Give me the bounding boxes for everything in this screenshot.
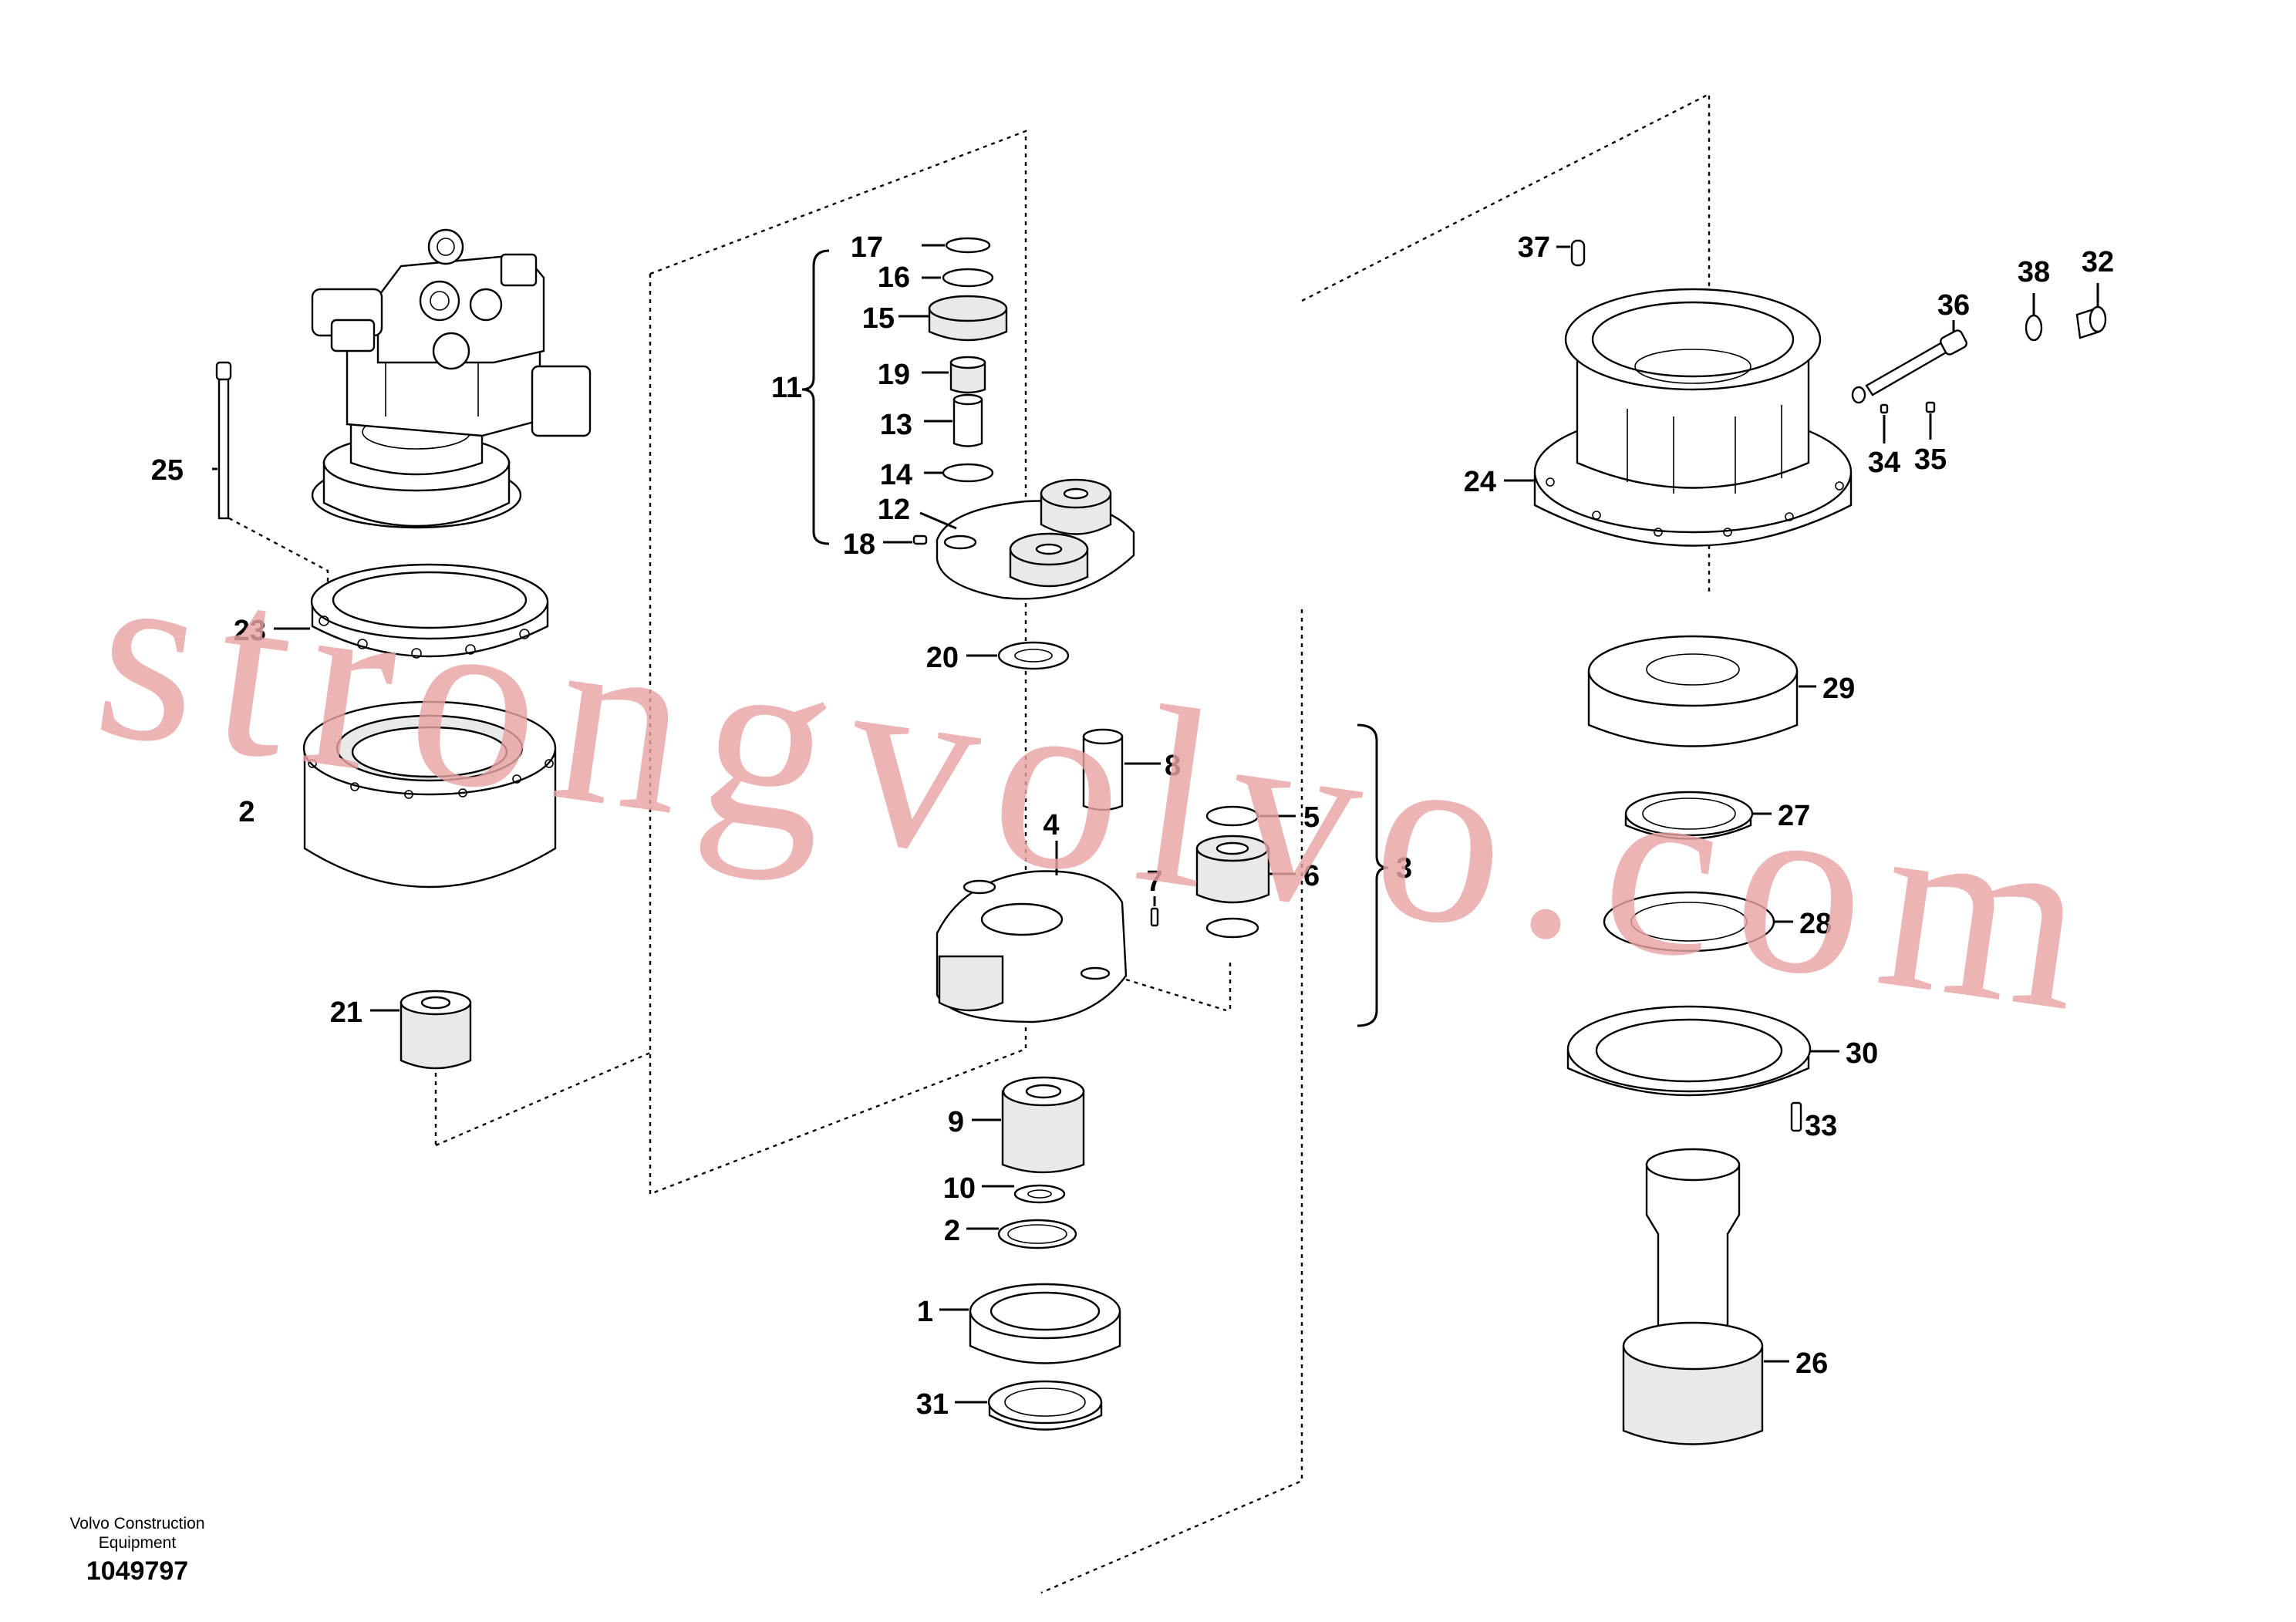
part-number-label: 10 (943, 1172, 976, 1205)
planet-gear-set-3 (936, 728, 1270, 1023)
part-number-label: 30 (1846, 1037, 1878, 1070)
cover-plate-28 (1603, 891, 1775, 953)
part-number-label: 14 (880, 459, 912, 491)
company-name-line1: Volvo Construction (69, 1515, 204, 1533)
part-labels: 17 16 15 19 11 13 14 12 18 20 25 23 2 21… (151, 231, 2114, 1421)
part-number-label: 8 (1165, 750, 1181, 782)
part-number-label: 4 (1043, 809, 1059, 841)
sun-gear-and-bearing (969, 1076, 1121, 1431)
part-number-label: 25 (151, 454, 184, 487)
part-number-label: 29 (1822, 673, 1855, 705)
part-number-label: 26 (1795, 1347, 1828, 1380)
ring-gear (302, 700, 557, 889)
bolt-25 (215, 361, 232, 520)
part-number-label: 2 (944, 1215, 960, 1247)
drawing-number: 1049797 (86, 1556, 188, 1586)
level-gauge-assembly (1851, 305, 2107, 414)
part-number-label: 12 (878, 494, 910, 526)
part-number-label: 20 (926, 642, 959, 674)
part-number-label: 21 (330, 996, 362, 1029)
part-number-label: 7 (1146, 865, 1162, 898)
leader-lines (212, 244, 2099, 1404)
part-number-label: 5 (1303, 801, 1320, 834)
gear-housing-24 (1533, 239, 1853, 547)
footer: Volvo Construction Equipment 1049797 (69, 1515, 204, 1586)
part-number-label: 24 (1464, 466, 1496, 498)
part-number-label: 11 (771, 372, 802, 404)
planet-gear-set-11 (912, 237, 1008, 545)
pinion-21 (400, 990, 472, 1070)
part-number-label: 35 (1914, 443, 1947, 476)
swing-motor (311, 228, 592, 529)
part-number-label: 9 (948, 1106, 964, 1138)
part-number-label: 28 (1799, 908, 1832, 940)
part-number-label: 18 (843, 528, 875, 561)
part-number-label: 36 (1937, 289, 1970, 322)
part-number-label: 34 (1868, 447, 1900, 479)
pinion-shaft-26 (1622, 1148, 1764, 1445)
part-number-label: 3 (1396, 852, 1412, 885)
part-number-label: 23 (234, 615, 266, 647)
bearing-29 (1587, 635, 1799, 747)
seal-27 (1624, 791, 1754, 840)
part-number-label: 19 (878, 359, 910, 391)
part-number-label: 38 (2018, 256, 2050, 288)
part-number-label: 27 (1778, 800, 1810, 832)
part-number-label: 37 (1518, 231, 1550, 264)
part-number-label: 31 (916, 1388, 949, 1421)
bracket-11 (801, 249, 830, 545)
retainer-ring-30 (1566, 1005, 1812, 1132)
thrust-washer-20 (997, 641, 1070, 670)
part-number-label: 33 (1805, 1110, 1837, 1142)
flange-ring-23 (310, 563, 549, 659)
company-name-line2: Equipment (99, 1534, 177, 1552)
part-number-label: 6 (1303, 860, 1320, 892)
planet-carrier-12 (936, 478, 1135, 600)
part-number-label: 1 (917, 1296, 933, 1328)
bracket-3 (1357, 723, 1389, 1027)
part-number-label: 15 (862, 302, 895, 335)
part-number-label: 2 (238, 796, 255, 828)
part-number-label: 13 (880, 409, 912, 441)
part-number-label: 17 (851, 231, 883, 264)
part-number-label: 32 (2082, 246, 2114, 278)
part-number-label: 16 (878, 261, 910, 294)
